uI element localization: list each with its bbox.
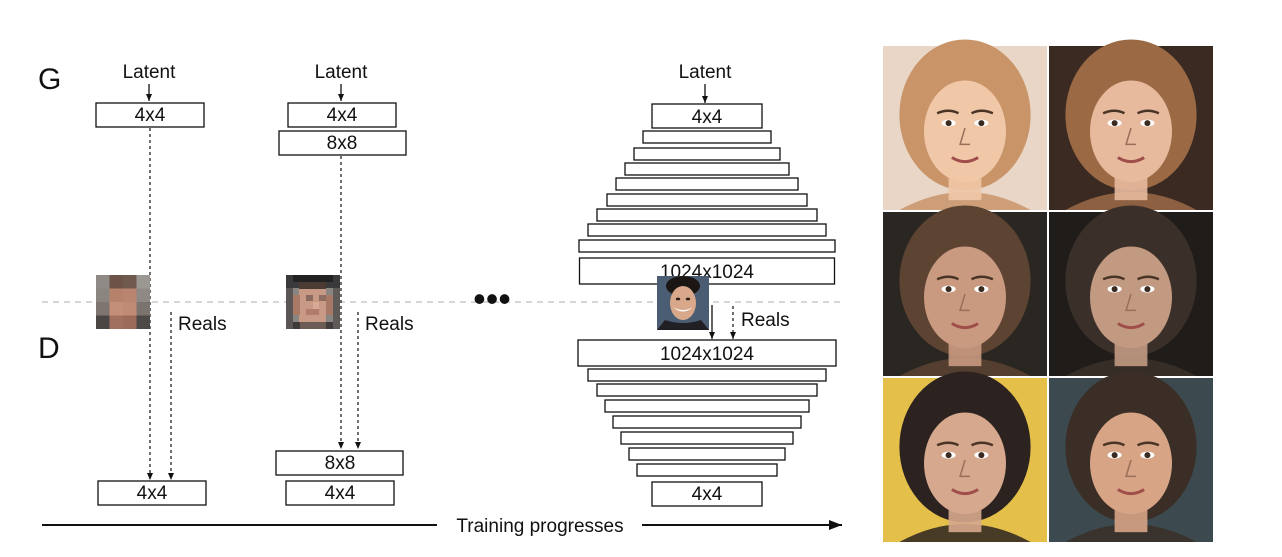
generated-face-image [883,205,1047,376]
real-sample-4x4 [96,275,150,329]
latent-label: Latent [123,62,177,83]
generated-samples-grid [883,39,1213,542]
generator-block [642,130,772,144]
generator-block [578,239,836,253]
discriminator-block-label: 4x4 [325,483,356,504]
generator-block-4x4 [95,102,205,128]
generator-block-4x4 [287,102,397,128]
discriminator-block-label: 4x4 [137,483,168,504]
generator-block-8x8 [278,130,407,156]
reals-label: Reals [741,310,790,331]
latent-label: Latent [315,62,369,83]
generated-face-image [883,39,1047,210]
discriminator-block [636,463,778,477]
generator-block [587,223,827,237]
real-sample-8x8 [286,275,340,329]
discriminator-block-label: 1024x1024 [660,344,754,365]
discriminator-block [587,368,827,382]
timeline-label: Training progresses [456,516,623,537]
discriminator-block [596,383,818,397]
generator-block [633,147,781,161]
stage-2: Latent 4x4 8x8 Reals 8x8 [275,62,414,506]
discriminator-block [628,447,786,461]
generated-face-image [1049,371,1213,542]
generated-face-image [1049,39,1213,210]
discriminator-block-8x8 [275,450,404,476]
generator-block-label: 4x4 [692,107,723,128]
discriminator-stack: 1024x1024 4x4 [577,339,837,507]
discriminator-block [651,481,763,507]
discriminator-block [577,339,837,367]
reals-label: Reals [178,314,227,335]
generator-block-label: 4x4 [327,105,358,126]
latent-label: Latent [679,62,733,83]
generator-block [651,103,763,129]
discriminator-block-4x4 [97,480,207,506]
generator-block-label: 4x4 [135,105,166,126]
discriminator-block-label: 8x8 [325,453,356,474]
stage-1: Latent 4x4 Reals 4x4 [95,62,227,506]
discriminator-block-4x4 [285,480,395,506]
discriminator-block [620,431,794,445]
discriminator-label: D [38,332,60,365]
generated-face-image [1049,205,1213,376]
generator-block [596,208,818,222]
discriminator-block [612,415,802,429]
real-sample-hires [657,276,709,330]
generator-block-label: 8x8 [327,133,358,154]
ellipsis: ••• [473,278,511,319]
generator-block [624,162,790,176]
generator-label: G [38,63,61,96]
generated-face-image [883,371,1047,542]
discriminator-block [604,399,810,413]
discriminator-block-label: 4x4 [692,484,723,505]
generator-block [615,177,799,191]
generator-block [606,193,808,207]
reals-label: Reals [365,314,414,335]
